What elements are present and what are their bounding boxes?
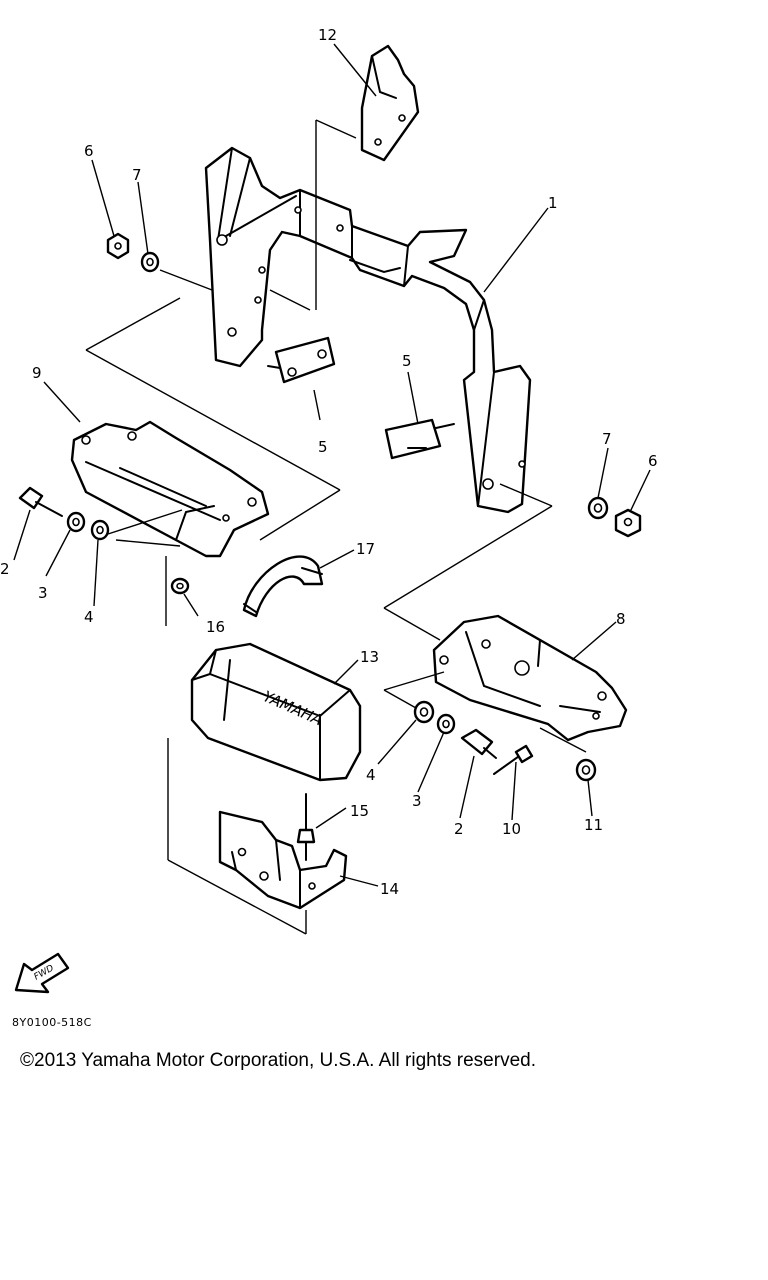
callout-14: 14 bbox=[380, 880, 399, 898]
part-11-washer bbox=[575, 758, 597, 782]
callout-12: 12 bbox=[318, 26, 337, 44]
part-12-clip bbox=[360, 44, 420, 162]
part-2-bolt-right bbox=[460, 728, 497, 759]
callout-11: 11 bbox=[584, 816, 603, 834]
part-17-band bbox=[242, 555, 324, 618]
part-14-tray bbox=[218, 810, 348, 910]
part-9-bracket-left bbox=[70, 420, 270, 558]
callout-6-right: 6 bbox=[648, 452, 658, 470]
part-6-nut-left bbox=[106, 232, 130, 260]
callout-4-right: 4 bbox=[366, 766, 376, 784]
diagram-code: 8Y0100-518C bbox=[12, 1016, 92, 1029]
part-4-washer-left bbox=[90, 519, 110, 541]
callout-3-left: 3 bbox=[38, 584, 48, 602]
part-2-bolt-left bbox=[18, 486, 63, 517]
copyright-notice: ©2013 Yamaha Motor Corporation, U.S.A. A… bbox=[20, 1050, 536, 1071]
callout-5-right: 5 bbox=[402, 352, 412, 370]
part-3-washer-right bbox=[436, 713, 456, 735]
callout-4-left: 4 bbox=[84, 608, 94, 626]
part-5-plate-left bbox=[267, 336, 336, 384]
callout-7-right: 7 bbox=[602, 430, 612, 448]
callout-labels: 12 6 7 1 5 5 9 2 3 4 16 17 13 7 6 8 4 3 … bbox=[0, 26, 658, 898]
callout-9: 9 bbox=[32, 364, 42, 382]
callout-16: 16 bbox=[206, 618, 225, 636]
part-5-plate-right bbox=[384, 418, 455, 460]
callout-3-right: 3 bbox=[412, 792, 422, 810]
part-4-washer-right bbox=[413, 700, 435, 724]
assembly-guide-lines bbox=[85, 119, 587, 935]
callout-2-left: 2 bbox=[0, 560, 10, 578]
part-6-nut-right bbox=[614, 508, 642, 538]
part-3-washer-left bbox=[66, 511, 86, 533]
part-7-washer-right bbox=[587, 496, 609, 520]
callout-5-left: 5 bbox=[318, 438, 328, 456]
callout-8: 8 bbox=[616, 610, 626, 628]
part-15-screw bbox=[296, 793, 316, 861]
part-7-washer-left bbox=[140, 251, 160, 273]
callout-13: 13 bbox=[360, 648, 379, 666]
callout-17: 17 bbox=[356, 540, 375, 558]
fwd-arrow-icon: FWD bbox=[14, 952, 70, 994]
part-10-screw bbox=[493, 744, 534, 775]
part-13-battery: YAMAHA bbox=[190, 642, 362, 782]
callout-15: 15 bbox=[350, 802, 369, 820]
part-8-bracket-right bbox=[432, 614, 628, 742]
callout-2-right: 2 bbox=[454, 820, 464, 838]
callout-10: 10 bbox=[502, 820, 521, 838]
part-1-frame bbox=[204, 146, 532, 514]
callout-leaders bbox=[13, 43, 651, 887]
parts-diagram: YAMAHA bbox=[0, 26, 658, 994]
callout-6-left: 6 bbox=[84, 142, 94, 160]
part-16-grommet bbox=[170, 577, 190, 595]
callout-7-left: 7 bbox=[132, 166, 142, 184]
callout-1: 1 bbox=[548, 194, 558, 212]
